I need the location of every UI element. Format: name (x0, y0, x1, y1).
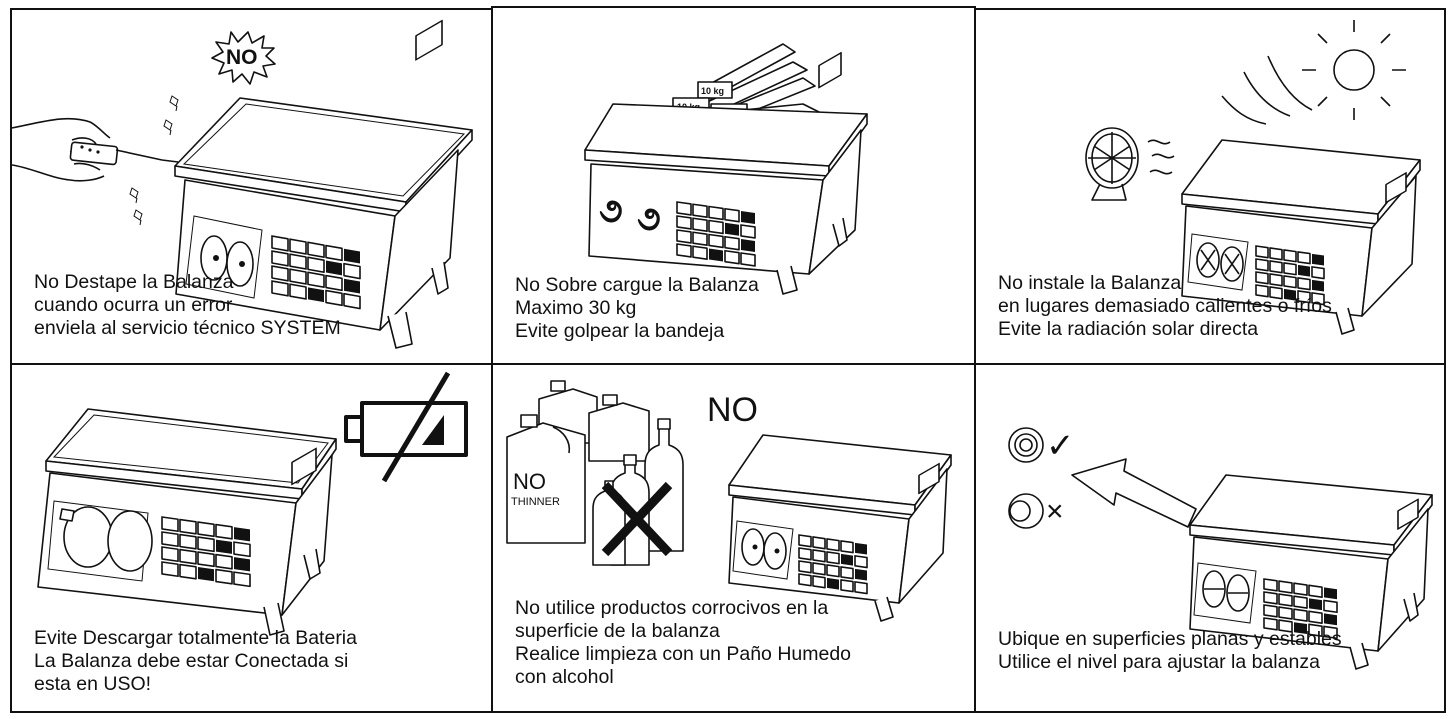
sun-icon (1302, 20, 1406, 120)
illustration-overload: 10 kg 10 kg 10 kg 10 kg 10 kg 10 kg ૭ ૭ (584, 43, 868, 295)
caption-panel-2: No Sobre cargue la Balanza Maximo 30 kg … (515, 274, 759, 343)
level-bubble-icon: ✓ × (1008, 427, 1075, 529)
scale-icon (174, 19, 473, 349)
jug-label-thinner: THINNER (511, 496, 560, 508)
scale-icon: ૭ ૭ (584, 51, 868, 295)
caption-line: superficie de la balanza (515, 620, 720, 642)
caption-line: Evite Descargar totalmente la Bateria (34, 627, 357, 649)
no-badge-text: NO (226, 46, 258, 69)
caption-line: No Sobre cargue la Balanza (515, 274, 759, 296)
heat-waves-icon (1221, 55, 1313, 125)
caption-panel-4: Evite Descargar totalmente la Bateria La… (34, 627, 357, 696)
jug-label-no: NO (513, 469, 546, 494)
scale-icon (37, 408, 337, 636)
caption-panel-5: No utilice productos corrocivos en la su… (515, 597, 851, 689)
caption-line: Realice limpieza con un Paño Humedo (515, 643, 852, 665)
illustration-level: ✓ × (1008, 427, 1433, 670)
caption-line: cuando ocurra un error (34, 294, 233, 316)
illustration-chemicals: NO NO THINNER (506, 380, 952, 622)
no-starburst-icon: NO (211, 31, 276, 85)
caption-line: Utilice el nivel para ajustar la balanza (998, 651, 1320, 673)
svg-text:૭: ૭ (599, 192, 623, 230)
scale-icon (1181, 139, 1421, 335)
caption-line: con alcohol (515, 666, 614, 688)
scale-icon (728, 434, 952, 622)
illustration-battery (37, 371, 468, 636)
caption-panel-3: No instale la Balanza en lugares demasia… (998, 272, 1332, 341)
caption-panel-1: No Destape la Balanza cuando ocurra un e… (34, 271, 341, 340)
arrow-icon (1071, 458, 1197, 528)
screws-icon (129, 95, 179, 226)
caption-panel-6: Ubique en superficies planas y estables … (998, 628, 1342, 674)
illustration-open-scale: NO (12, 19, 473, 349)
warning-panel-no-open: NO (10, 8, 493, 365)
caption-line: Evite golpear la bandeja (515, 320, 725, 342)
warning-panel-level: ✓ × Ubique en (974, 363, 1446, 713)
check-mark: ✓ (1046, 427, 1075, 465)
hand-screwdriver-icon (12, 117, 179, 182)
illustration-temperature (1085, 20, 1421, 335)
caption-line: No utilice productos corrocivos en la (515, 597, 829, 619)
caption-line: No Destape la Balanza (34, 271, 234, 293)
caption-line: Evite la radiación solar directa (998, 318, 1259, 340)
caption-line: Ubique en superficies planas y estables (998, 628, 1342, 650)
caption-line: enviela al servicio técnico SYSTEM (34, 317, 341, 339)
x-mark: × (1046, 495, 1064, 528)
box-label: 10 kg (701, 86, 724, 96)
caption-line: Maximo 30 kg (515, 297, 637, 319)
caption-line: en lugares demasiado calientes o fríos (998, 295, 1332, 317)
caption-line: No instale la Balanza (998, 272, 1182, 294)
warning-panel-temperature: No instale la Balanza en lugares demasia… (974, 8, 1446, 365)
caption-line: esta en USO! (34, 673, 152, 695)
scale-icon (1189, 474, 1433, 670)
caption-line: La Balanza debe estar Conectada si (34, 650, 349, 672)
warning-panel-battery: Evite Descargar totalmente la Bateria La… (10, 363, 493, 713)
warning-panel-chemicals: NO NO THINNER (491, 363, 976, 713)
svg-text:૭: ૭ (637, 200, 661, 238)
battery-crossed-icon (344, 371, 468, 483)
fan-icon (1085, 127, 1175, 201)
cross-mark-icon (601, 481, 673, 557)
big-no-text: NO (707, 391, 758, 429)
warning-panel-overload: 10 kg 10 kg 10 kg 10 kg 10 kg 10 kg ૭ ૭ (491, 6, 976, 365)
